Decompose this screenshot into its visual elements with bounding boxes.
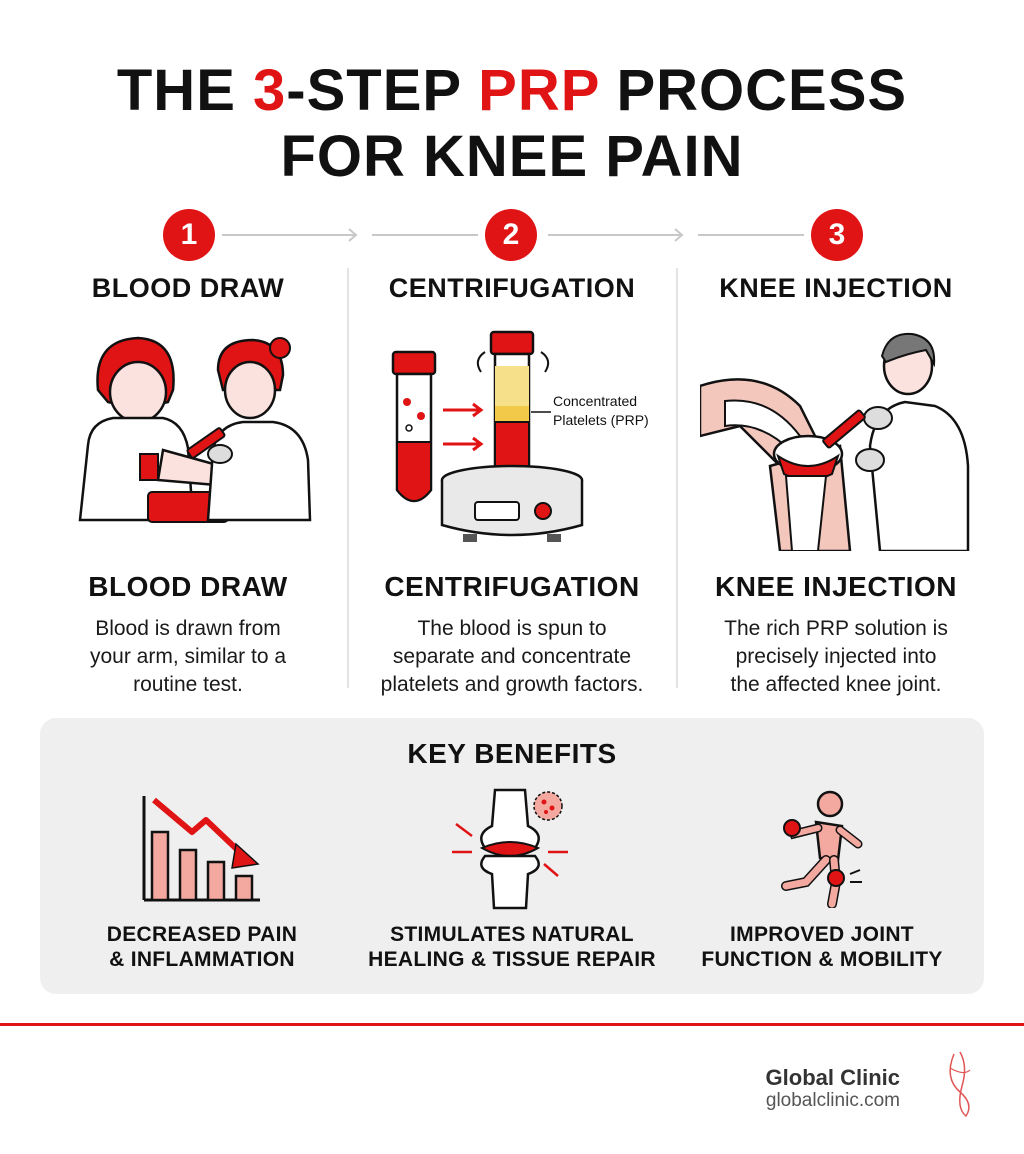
step-2-description: The blood is spun to separate and concen… <box>357 615 667 699</box>
step-3-description: The rich PRP solution is precisely injec… <box>681 615 991 699</box>
title-part-3: PROCESS <box>599 58 908 123</box>
column-divider-2 <box>676 268 678 688</box>
step-1-badge: 1 <box>163 209 215 261</box>
title-prp: PRP <box>478 58 600 123</box>
title-number: 3 <box>253 58 287 123</box>
step-2-desc-line: The blood is spun to <box>417 617 607 640</box>
step-3-desc-line: precisely injected into <box>735 645 937 668</box>
step-1-subheading: BLOOD DRAW <box>88 571 288 602</box>
step-3-subheading: KNEE INJECTION <box>715 571 957 602</box>
callout-line-2: Platelets (PRP) <box>553 412 649 428</box>
title-line-2: FOR KNEE PAIN <box>280 124 744 189</box>
benefit-2-line: STIMULATES NATURAL <box>390 923 634 946</box>
benefit-1-line: & INFLAMMATION <box>109 948 295 971</box>
title-part-2: -STEP <box>286 58 479 123</box>
step-3-heading: KNEE INJECTION <box>719 273 953 303</box>
signature-mark-icon <box>949 1051 971 1118</box>
connector-arrow-2 <box>548 228 684 242</box>
declining-bar-chart-icon <box>142 796 260 902</box>
benefit-3-line: FUNCTION & MOBILITY <box>701 948 943 971</box>
step-2-desc-line: platelets and growth factors. <box>380 673 644 696</box>
footer-divider <box>0 1023 1024 1026</box>
step-2-desc-line: separate and concentrate <box>392 645 632 668</box>
page-title: THE 3-STEP PRP PROCESS FOR KNEE PAIN <box>0 58 1024 190</box>
step-1-desc-line: Blood is drawn from <box>95 617 281 640</box>
connector-arrow-1 <box>222 228 358 242</box>
centrifuge-illustration <box>391 330 584 542</box>
callout-line-1: Concentrated <box>553 393 638 409</box>
benefit-2-line: HEALING & TISSUE REPAIR <box>368 948 656 971</box>
step-3-desc-line: The rich PRP solution is <box>724 617 948 640</box>
step-1-desc-line: your arm, similar to a <box>89 645 287 668</box>
clinic-url[interactable]: globalclinic.com <box>765 1090 900 1111</box>
platelets-callout: Concentrated Platelets (PRP) <box>553 392 649 430</box>
running-person-icon <box>781 790 863 908</box>
blood-draw-illustration <box>78 336 312 523</box>
step-2-subheading: CENTRIFUGATION <box>384 571 640 602</box>
clinic-name: Global Clinic <box>765 1065 900 1090</box>
step-3-badge: 3 <box>811 209 863 261</box>
title-part-1: THE <box>116 58 253 123</box>
connector-line-2 <box>372 234 478 236</box>
step-3-desc-line: the affected knee joint. <box>730 673 942 696</box>
benefit-1-line: DECREASED PAIN <box>106 923 298 946</box>
column-divider-1 <box>347 268 349 688</box>
step-2-heading: CENTRIFUGATION <box>388 273 636 303</box>
benefit-1-label: DECREASED PAIN & INFLAMMATION <box>52 922 352 972</box>
benefit-3-line: IMPROVED JOINT <box>730 923 914 946</box>
knee-injection-illustration <box>700 332 970 551</box>
knee-joint-healing-icon <box>452 788 568 910</box>
title-line-1: THE 3-STEP PRP PROCESS <box>0 58 1024 124</box>
step-1-description: Blood is drawn from your arm, similar to… <box>33 615 343 699</box>
step-2-badge: 2 <box>485 209 537 261</box>
key-benefits-title: KEY BENEFITS <box>407 738 617 769</box>
benefit-3-label: IMPROVED JOINT FUNCTION & MOBILITY <box>672 922 972 972</box>
step-1-desc-line: routine test. <box>133 673 243 696</box>
connector-line-3 <box>698 234 804 236</box>
step-1-heading: BLOOD DRAW <box>91 273 285 303</box>
benefit-2-label: STIMULATES NATURAL HEALING & TISSUE REPA… <box>362 922 662 972</box>
